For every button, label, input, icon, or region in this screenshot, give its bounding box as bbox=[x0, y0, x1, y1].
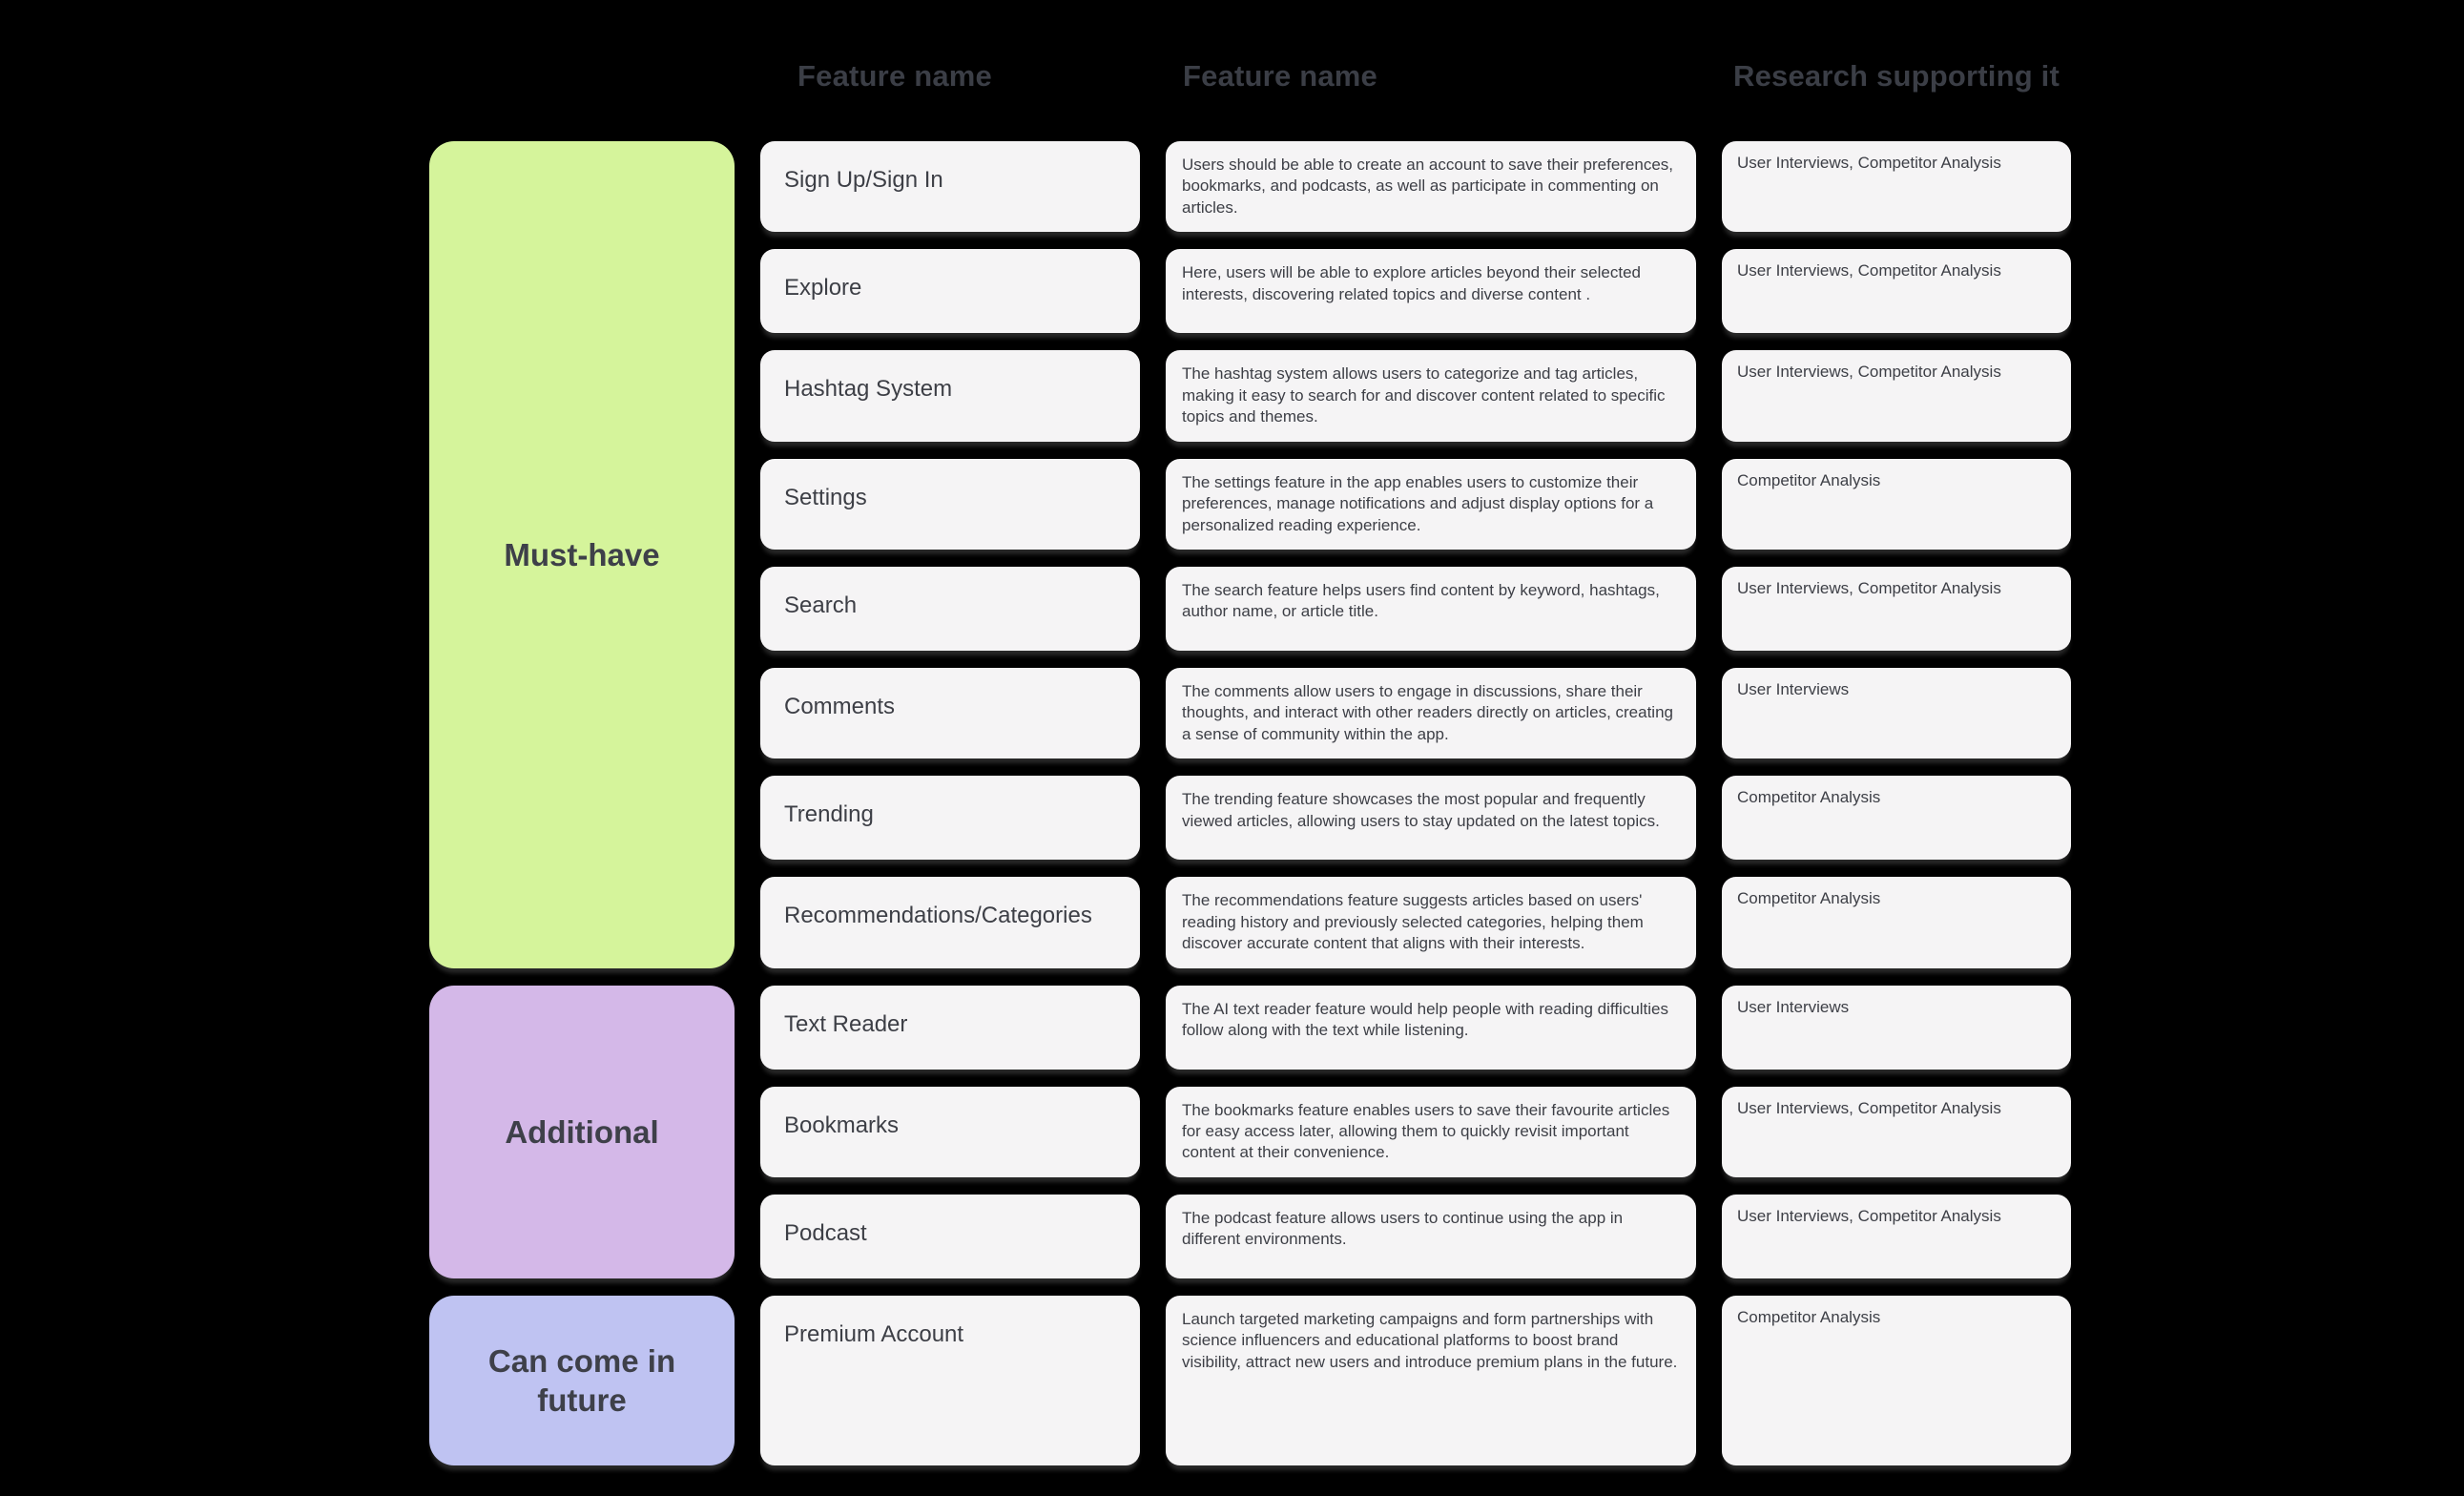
category-label: Can come in future bbox=[487, 1342, 676, 1418]
research-card[interactable]: User Interviews bbox=[1722, 667, 2071, 759]
research-card[interactable]: User Interviews, Competitor Analysis bbox=[1722, 350, 2071, 442]
category-label: Additional bbox=[505, 1113, 659, 1150]
feature-card[interactable]: Comments bbox=[760, 667, 1140, 759]
description-card[interactable]: The hashtag system allows users to categ… bbox=[1166, 350, 1696, 442]
research-card[interactable]: User Interviews bbox=[1722, 985, 2071, 1070]
feature-card[interactable]: Podcast bbox=[760, 1194, 1140, 1278]
feature-card[interactable]: Trending bbox=[760, 776, 1140, 861]
feature-card[interactable]: Sign Up/Sign In bbox=[760, 141, 1140, 233]
research-card[interactable]: User Interviews, Competitor Analysis bbox=[1722, 141, 2071, 233]
description-card[interactable]: Launch targeted marketing campaigns and … bbox=[1166, 1295, 1696, 1465]
description-card[interactable]: Users should be able to create an accoun… bbox=[1166, 141, 1696, 233]
column-header-research-supporting-it[interactable]: Research supporting it bbox=[1733, 59, 2060, 93]
description-card[interactable]: The comments allow users to engage in di… bbox=[1166, 667, 1696, 759]
feature-card[interactable]: Bookmarks bbox=[760, 1086, 1140, 1177]
research-card[interactable]: Competitor Analysis bbox=[1722, 458, 2071, 550]
feature-card[interactable]: Text Reader bbox=[760, 985, 1140, 1070]
description-card[interactable]: The podcast feature allows users to cont… bbox=[1166, 1194, 1696, 1278]
column-header-feature-name-1[interactable]: Feature name bbox=[797, 59, 992, 93]
column-header-feature-name-2[interactable]: Feature name bbox=[1183, 59, 1377, 93]
description-card[interactable]: The settings feature in the app enables … bbox=[1166, 458, 1696, 550]
research-card[interactable]: Competitor Analysis bbox=[1722, 877, 2071, 968]
research-card[interactable]: User Interviews, Competitor Analysis bbox=[1722, 249, 2071, 334]
category-additional[interactable]: Additional bbox=[429, 985, 735, 1278]
description-card[interactable]: The recommendations feature suggests art… bbox=[1166, 877, 1696, 968]
feature-card[interactable]: Search bbox=[760, 566, 1140, 651]
research-card[interactable]: User Interviews, Competitor Analysis bbox=[1722, 1086, 2071, 1177]
feature-card[interactable]: Explore bbox=[760, 249, 1140, 334]
category-must-have[interactable]: Must-have bbox=[429, 141, 735, 968]
description-card[interactable]: The trending feature showcases the most … bbox=[1166, 776, 1696, 861]
research-card[interactable]: Competitor Analysis bbox=[1722, 1295, 2071, 1465]
research-card[interactable]: Competitor Analysis bbox=[1722, 776, 2071, 861]
feature-card[interactable]: Settings bbox=[760, 458, 1140, 550]
research-card[interactable]: User Interviews, Competitor Analysis bbox=[1722, 1194, 2071, 1278]
feature-card[interactable]: Recommendations/Categories bbox=[760, 877, 1140, 968]
category-can-come-in-future[interactable]: Can come in future bbox=[429, 1295, 735, 1465]
research-card[interactable]: User Interviews, Competitor Analysis bbox=[1722, 566, 2071, 651]
category-label: Must-have bbox=[504, 536, 660, 572]
description-card[interactable]: The AI text reader feature would help pe… bbox=[1166, 985, 1696, 1070]
description-card[interactable]: Here, users will be able to explore arti… bbox=[1166, 249, 1696, 334]
description-card[interactable]: The search feature helps users find cont… bbox=[1166, 566, 1696, 651]
feature-card[interactable]: Hashtag System bbox=[760, 350, 1140, 442]
feature-card[interactable]: Premium Account bbox=[760, 1295, 1140, 1465]
description-card[interactable]: The bookmarks feature enables users to s… bbox=[1166, 1086, 1696, 1177]
board-grid: Must-have Additional Can come in future … bbox=[429, 141, 2071, 1465]
